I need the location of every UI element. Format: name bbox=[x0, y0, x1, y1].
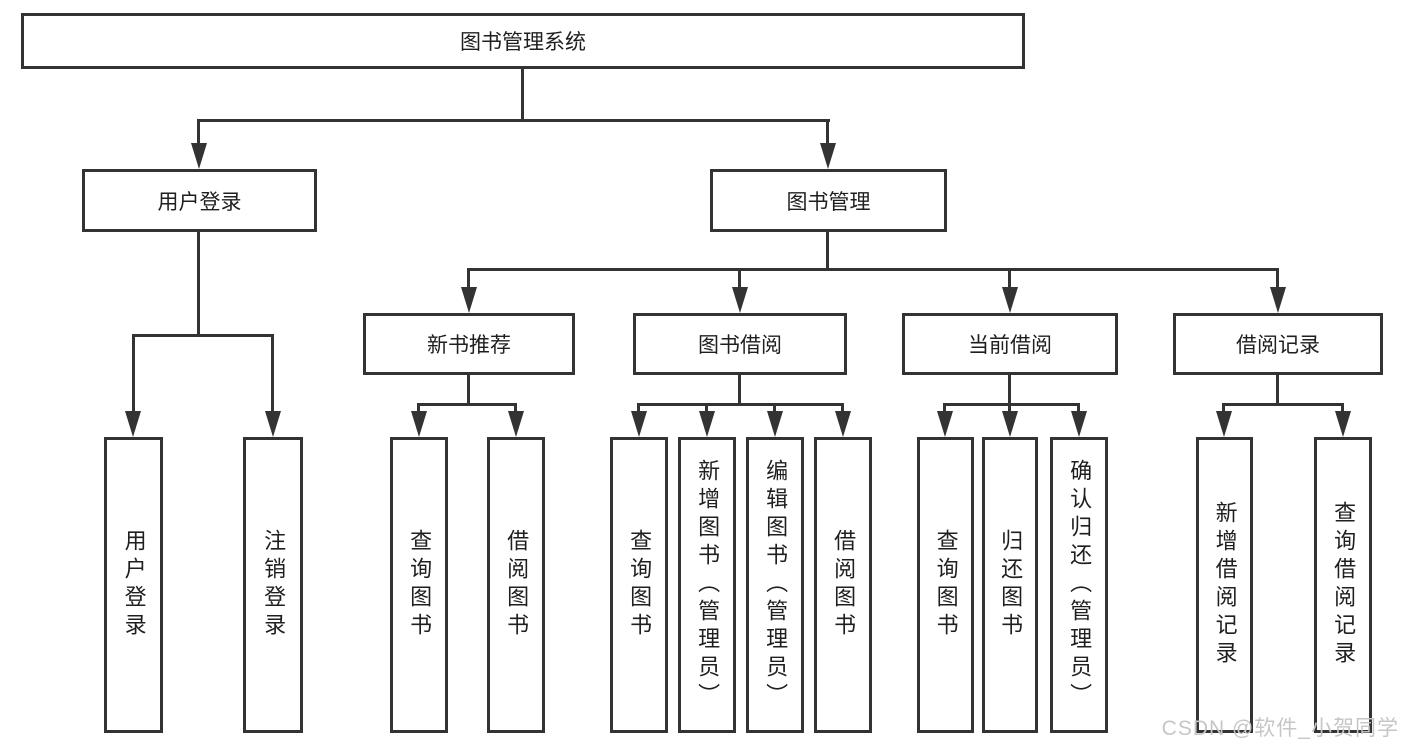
connector-line bbox=[197, 119, 200, 145]
connector-line bbox=[417, 403, 517, 406]
arrowhead-down-icon bbox=[835, 411, 851, 437]
connector-line bbox=[637, 403, 844, 406]
leaf-records-query-record-label: 查询借阅记录 bbox=[1331, 501, 1357, 669]
node-library-system-label: 图书管理系统 bbox=[460, 31, 586, 54]
node-current-borrowing: 当前借阅 bbox=[902, 313, 1118, 375]
leaf-current-query-books: 查询图书 bbox=[917, 437, 974, 733]
leaf-borrowing-borrow-books-label: 借阅图书 bbox=[831, 529, 857, 641]
leaf-records-add-record: 新增借阅记录 bbox=[1196, 437, 1253, 733]
connector-line bbox=[826, 119, 829, 145]
arrowhead-down-icon bbox=[1002, 411, 1018, 437]
arrowhead-down-icon bbox=[631, 411, 647, 437]
node-borrow-records: 借阅记录 bbox=[1173, 313, 1383, 375]
arrowhead-down-icon bbox=[820, 143, 836, 169]
leaf-borrowing-query-books-label: 查询图书 bbox=[627, 529, 653, 641]
arrowhead-down-icon bbox=[1002, 287, 1018, 313]
leaf-logout: 注销登录 bbox=[243, 437, 303, 733]
leaf-records-add-record-label: 新增借阅记录 bbox=[1212, 501, 1238, 669]
node-borrow-records-label: 借阅记录 bbox=[1236, 334, 1320, 357]
arrowhead-down-icon bbox=[1270, 287, 1286, 313]
connector-line bbox=[1222, 403, 1344, 406]
connector-line bbox=[637, 403, 640, 413]
node-book-management-label: 图书管理 bbox=[786, 190, 871, 214]
connector-line bbox=[467, 268, 1279, 271]
leaf-borrowing-edit-books-admin-label: 编辑图书（管理员） bbox=[763, 459, 789, 711]
connector-line bbox=[826, 232, 829, 271]
watermark: CSDN @软件_小贺同学 bbox=[1161, 717, 1399, 740]
leaf-user-login: 用户登录 bbox=[104, 437, 163, 733]
connector-line bbox=[197, 232, 200, 336]
connector-line bbox=[197, 119, 830, 122]
arrowhead-down-icon bbox=[265, 411, 281, 437]
leaf-recommend-borrow-books-label: 借阅图书 bbox=[504, 529, 530, 641]
connector-line bbox=[738, 375, 741, 406]
connector-line bbox=[1341, 403, 1344, 413]
node-user-login-label: 用户登录 bbox=[157, 190, 242, 214]
connector-line bbox=[705, 403, 708, 413]
arrowhead-down-icon bbox=[699, 411, 715, 437]
connector-line bbox=[417, 403, 420, 413]
connector-line bbox=[1008, 375, 1011, 406]
connector-line bbox=[773, 403, 776, 413]
leaf-borrowing-query-books: 查询图书 bbox=[610, 437, 668, 733]
arrowhead-down-icon bbox=[508, 411, 524, 437]
arrowhead-down-icon bbox=[1335, 411, 1351, 437]
leaf-recommend-query-books-label: 查询图书 bbox=[407, 529, 433, 641]
connector-line bbox=[1008, 268, 1011, 289]
leaf-borrowing-add-books-admin-label: 新增图书（管理员） bbox=[695, 459, 721, 711]
node-current-borrowing-label: 当前借阅 bbox=[968, 334, 1052, 357]
connector-line bbox=[841, 403, 844, 413]
leaf-current-return-books-label: 归还图书 bbox=[998, 529, 1024, 641]
node-book-borrowing: 图书借阅 bbox=[633, 313, 847, 375]
arrowhead-down-icon bbox=[732, 287, 748, 313]
leaf-recommend-borrow-books: 借阅图书 bbox=[487, 437, 545, 733]
leaf-current-confirm-return-admin: 确认归还（管理员） bbox=[1050, 437, 1108, 733]
connector-line bbox=[943, 403, 946, 413]
node-book-management: 图书管理 bbox=[710, 169, 947, 232]
arrowhead-down-icon bbox=[937, 411, 953, 437]
connector-line bbox=[1276, 268, 1279, 289]
leaf-borrowing-borrow-books: 借阅图书 bbox=[814, 437, 872, 733]
connector-line bbox=[467, 268, 470, 289]
connector-line bbox=[738, 268, 741, 289]
leaf-current-return-books: 归还图书 bbox=[982, 437, 1038, 733]
connector-line bbox=[271, 334, 274, 413]
connector-line bbox=[132, 334, 274, 337]
arrowhead-down-icon bbox=[411, 411, 427, 437]
node-book-borrowing-label: 图书借阅 bbox=[698, 334, 782, 357]
connector-line bbox=[467, 375, 470, 406]
node-new-book-recommend: 新书推荐 bbox=[363, 313, 575, 375]
connector-line bbox=[1008, 403, 1011, 413]
node-user-login: 用户登录 bbox=[82, 169, 317, 232]
leaf-current-confirm-return-admin-label: 确认归还（管理员） bbox=[1067, 459, 1093, 711]
connector-line bbox=[132, 334, 135, 413]
arrowhead-down-icon bbox=[1216, 411, 1232, 437]
node-library-system: 图书管理系统 bbox=[21, 13, 1025, 69]
leaf-recommend-query-books: 查询图书 bbox=[390, 437, 448, 733]
connector-line bbox=[521, 69, 524, 120]
node-new-book-recommend-label: 新书推荐 bbox=[427, 334, 511, 357]
leaf-user-login-label: 用户登录 bbox=[121, 529, 147, 641]
arrowhead-down-icon bbox=[767, 411, 783, 437]
arrowhead-down-icon bbox=[191, 143, 207, 169]
leaf-current-query-books-label: 查询图书 bbox=[933, 529, 959, 641]
connector-line bbox=[943, 403, 1080, 406]
arrowhead-down-icon bbox=[1071, 411, 1087, 437]
connector-line bbox=[1077, 403, 1080, 413]
connector-line bbox=[1276, 375, 1279, 406]
arrowhead-down-icon bbox=[125, 411, 141, 437]
leaf-borrowing-edit-books-admin: 编辑图书（管理员） bbox=[746, 437, 804, 733]
arrowhead-down-icon bbox=[461, 287, 477, 313]
leaf-borrowing-add-books-admin: 新增图书（管理员） bbox=[678, 437, 736, 733]
leaf-logout-label: 注销登录 bbox=[261, 529, 287, 641]
connector-line bbox=[1222, 403, 1225, 413]
connector-line bbox=[514, 403, 517, 413]
leaf-records-query-record: 查询借阅记录 bbox=[1314, 437, 1372, 733]
